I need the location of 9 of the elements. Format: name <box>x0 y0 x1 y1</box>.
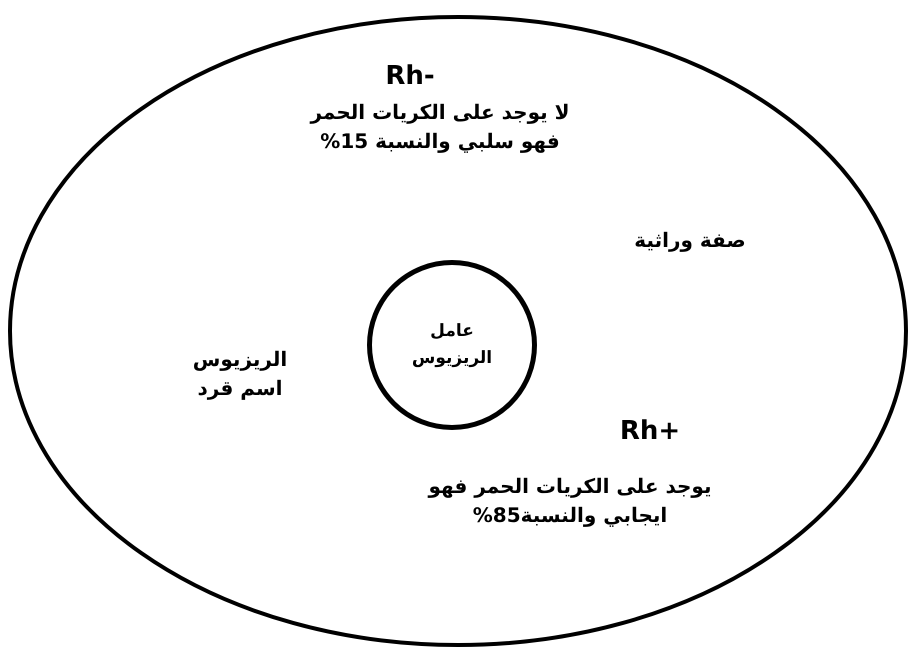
rh-positive-heading: Rh+ <box>618 415 682 448</box>
circle-node <box>367 260 537 430</box>
rh-negative-heading: Rh- <box>384 60 436 93</box>
node-label: عامل الريزيوس <box>410 320 494 370</box>
ellipse-outline <box>8 15 908 647</box>
rh-negative-description: لا يوجد على الكريات الحمر فهو سلبي والنسبة 15% <box>308 99 570 155</box>
rh-positive-description: يوجد على الكريات الحمر فهو ايجابي والنسبة85% <box>426 473 712 529</box>
name-origin-note: الريزيوس اسم قرد <box>192 346 288 402</box>
trait-note: صفة وراثية <box>633 227 747 254</box>
